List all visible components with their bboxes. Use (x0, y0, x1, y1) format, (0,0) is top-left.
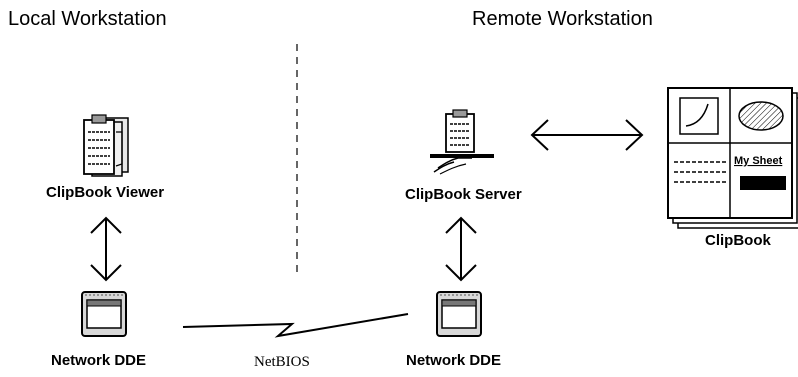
clipbook-viewer-icon (83, 114, 129, 177)
clipbook-viewer-label: ClipBook Viewer (46, 184, 165, 201)
viewer-dde-arrow (90, 216, 122, 282)
network-dde-local-label: Network DDE (51, 352, 147, 369)
local-workstation-heading: Local Workstation (8, 8, 167, 30)
clipbook-page-label: My Sheet (734, 155, 783, 167)
network-dde-remote-icon (436, 291, 482, 337)
server-clipbook-arrow (530, 119, 644, 151)
clipbook-illustration: My Sheet (667, 87, 798, 229)
network-dde-local-icon (81, 291, 127, 337)
remote-workstation-heading: Remote Workstation (472, 8, 653, 30)
clipbook-server-icon (430, 109, 494, 175)
server-dde-arrow (445, 216, 477, 282)
netbios-link (182, 313, 409, 338)
clipbook-server-label: ClipBook Server (405, 186, 522, 203)
netbios-label: NetBIOS (254, 354, 310, 370)
clipbook-label: ClipBook (705, 232, 771, 249)
network-dde-remote-label: Network DDE (406, 352, 502, 369)
